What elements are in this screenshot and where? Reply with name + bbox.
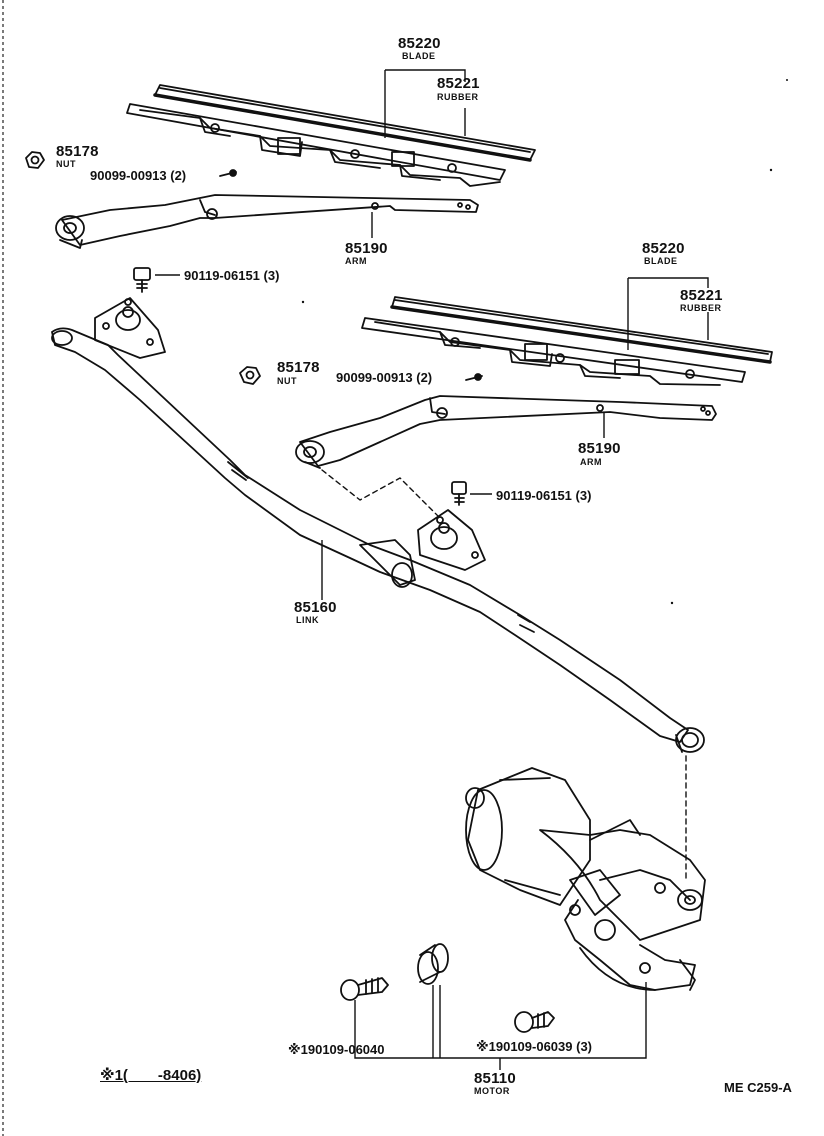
top-pivot-bolt-icon [133, 267, 151, 293]
top-screw-icon [219, 169, 237, 177]
mid-blade-number: 85220 [642, 240, 685, 257]
top-rubber-name: RUBBER [437, 92, 479, 102]
mid-blade-name: BLADE [644, 256, 678, 266]
mid-blade [361, 296, 773, 386]
wiper-motor [465, 767, 706, 991]
link-name: LINK [296, 615, 319, 625]
mid-blade-leader [627, 277, 709, 350]
top-blade [126, 84, 536, 187]
mid-bolt-part-number: 90119-06151 (3) [496, 488, 592, 503]
top-rubber-number: 85221 [437, 75, 480, 92]
mid-nut-number: 85178 [277, 359, 320, 376]
diagram-code: ME C259-A [724, 1080, 792, 1095]
mid-pivot-bracket [417, 509, 486, 571]
mid-screw-part-number: 90099-00913 (2) [336, 370, 433, 385]
grommet-bolt-icon [340, 977, 389, 1001]
footnote-model-range: ※1( -8406) [100, 1067, 202, 1084]
mid-pivot-bolt-icon [451, 481, 467, 506]
mid-nut-name: NUT [277, 376, 297, 386]
top-arm-name: ARM [345, 256, 367, 266]
top-nut-name: NUT [56, 159, 76, 169]
mid-screw-icon [465, 373, 483, 381]
top-screw-part-number: 90099-00913 (2) [90, 168, 187, 183]
mid-arm-name: ARM [580, 457, 602, 467]
top-pivot-bracket [94, 297, 166, 359]
motor-number: 85110 [474, 1070, 516, 1087]
grommet-leader [432, 985, 441, 1058]
arm-pivot-dashed-line [321, 469, 441, 519]
mid-arm-number: 85190 [578, 440, 621, 457]
top-nut-icon [25, 151, 45, 169]
top-blade-leader [384, 69, 466, 138]
grommet-icon [417, 943, 449, 985]
top-arm-number: 85190 [345, 240, 388, 257]
motor-bolt-icon [514, 1011, 555, 1033]
mid-rubber-number: 85221 [680, 287, 723, 304]
top-nut-number: 85178 [56, 143, 99, 160]
top-arm [55, 194, 479, 249]
mid-nut-icon [239, 366, 261, 385]
link-number: 85160 [294, 599, 337, 616]
motor-name: MOTOR [474, 1086, 510, 1096]
top-blade-number: 85220 [398, 35, 441, 52]
link-rod [51, 327, 705, 753]
mid-rubber-name: RUBBER [680, 303, 722, 313]
top-bolt-part-number: 90119-06151 (3) [184, 268, 280, 283]
mid-arm [295, 395, 717, 469]
motor-bolt-part-number: ※190109-06039 (3) [476, 1039, 592, 1054]
top-blade-name: BLADE [402, 51, 436, 61]
grommet-bolt-part-number: ※190109-06040 [288, 1042, 385, 1057]
